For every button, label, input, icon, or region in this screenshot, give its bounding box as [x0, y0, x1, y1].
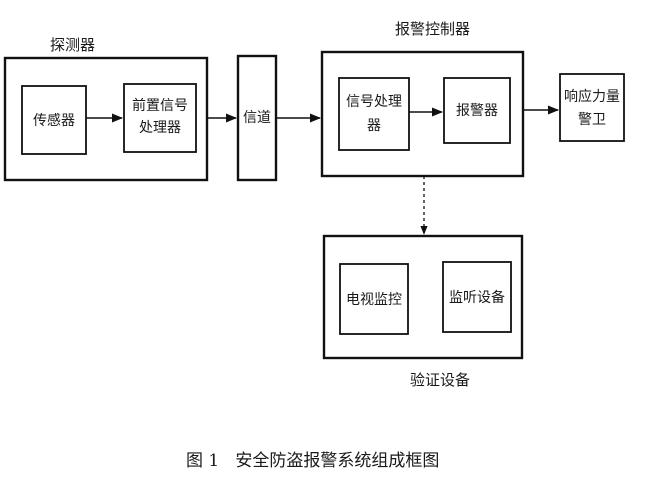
alarm-box [443, 77, 511, 144]
video-monitor-label: 电视监控 [346, 292, 402, 308]
preprocessor-label-line1: 前置信号 [132, 97, 188, 114]
sensor-label: 传感器 [33, 112, 75, 129]
video-monitor-box [339, 263, 409, 335]
signal-processor-label-line1: 信号处理 [346, 94, 402, 110]
audio-monitor-label: 监听设备 [449, 289, 505, 306]
response-force-label-line2: 警卫 [578, 112, 606, 128]
verification-group-label: 验证设备 [410, 371, 470, 389]
alarm-label: 报警器 [456, 103, 498, 119]
channel-label: 信道 [243, 110, 271, 126]
response-force-label-line1: 响应力量 [564, 88, 620, 105]
alarm-controller-group-label: 报警控制器 [395, 20, 470, 38]
response-force-box [559, 73, 625, 142]
preprocessor-label-line2: 处理器 [139, 120, 181, 136]
signal-processor-label-line2: 器 [367, 118, 381, 134]
signal-processor-box [338, 77, 410, 151]
detector-group-label: 探测器 [50, 36, 95, 54]
figure-caption: 图 1 安全防盗报警系统组成框图 [186, 451, 439, 471]
audio-monitor-box [442, 261, 512, 333]
preprocessor-box [123, 83, 197, 153]
sensor-box [21, 85, 87, 155]
channel-box [236, 54, 278, 182]
